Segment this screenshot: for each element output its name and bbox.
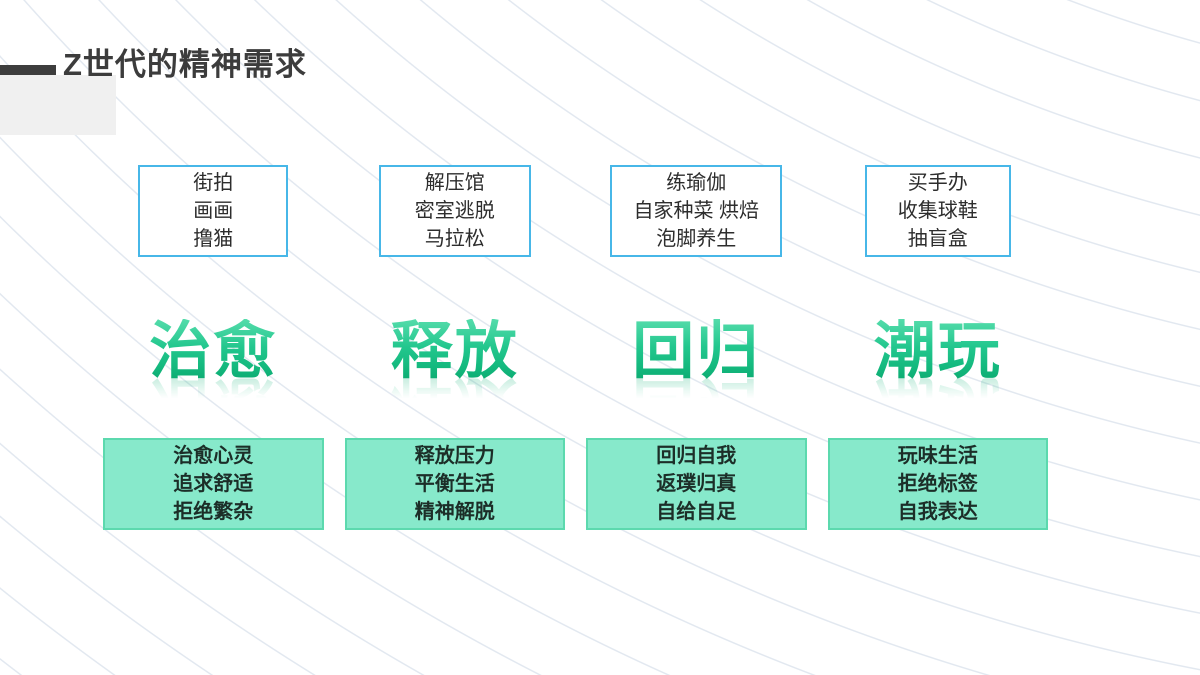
trait-line: 拒绝繁杂	[173, 501, 254, 523]
example-box: 解压馆 密室逃脱 马拉松	[378, 165, 531, 257]
example-line: 抽盲盒	[907, 228, 968, 250]
trait-line: 自给自足	[656, 501, 737, 523]
keyword: 释放	[390, 316, 519, 386]
trait-line: 平衡生活	[414, 473, 495, 495]
example-box: 练瑜伽 自家种菜 烘焙 泡脚养生	[610, 165, 783, 257]
example-line: 练瑜伽	[666, 172, 727, 194]
example-box: 街拍 画画 撸猫	[138, 165, 289, 257]
trait-line: 追求舒适	[173, 473, 254, 495]
page-title: Z世代的精神需求	[63, 47, 307, 82]
example-line: 自家种菜 烘焙	[633, 200, 760, 222]
keyword: 回归	[632, 316, 761, 386]
trait-line: 精神解脱	[414, 501, 495, 523]
example-line: 马拉松	[424, 228, 485, 250]
trait-line: 玩味生活	[897, 445, 978, 467]
trait-line: 释放压力	[414, 445, 495, 467]
trait-box: 治愈心灵 追求舒适 拒绝繁杂	[103, 438, 324, 530]
trait-box: 玩味生活 拒绝标签 自我表达	[827, 438, 1048, 530]
examples-row: 街拍 画画 撸猫 解压馆 密室逃脱 马拉松 练瑜伽 自家种菜 烘焙 泡脚养生 买…	[103, 165, 1048, 257]
example-line: 密室逃脱	[414, 200, 495, 222]
keyword: 治愈	[149, 316, 278, 386]
example-line: 画画	[193, 200, 234, 222]
trait-line: 治愈心灵	[173, 445, 254, 467]
title-highlight-block	[0, 75, 116, 135]
example-line: 买手办	[907, 172, 968, 194]
example-line: 解压馆	[424, 172, 485, 194]
trait-line: 拒绝标签	[897, 473, 978, 495]
example-line: 街拍	[193, 172, 234, 194]
keyword: 潮玩	[873, 316, 1002, 386]
trait-box: 回归自我 返璞归真 自给自足	[586, 438, 807, 530]
keywords-row: 治愈 释放 回归 潮玩	[103, 306, 1048, 398]
trait-line: 返璞归真	[656, 473, 737, 495]
trait-line: 自我表达	[897, 501, 978, 523]
trait-box: 释放压力 平衡生活 精神解脱	[344, 438, 565, 530]
example-box: 买手办 收集球鞋 抽盲盒	[864, 165, 1011, 257]
example-line: 收集球鞋	[897, 200, 978, 222]
example-line: 泡脚养生	[656, 228, 737, 250]
title-dash-icon	[0, 65, 56, 75]
trait-line: 回归自我	[656, 445, 737, 467]
example-line: 撸猫	[193, 228, 234, 250]
traits-row: 治愈心灵 追求舒适 拒绝繁杂 释放压力 平衡生活 精神解脱 回归自我 返璞归真 …	[103, 438, 1048, 530]
